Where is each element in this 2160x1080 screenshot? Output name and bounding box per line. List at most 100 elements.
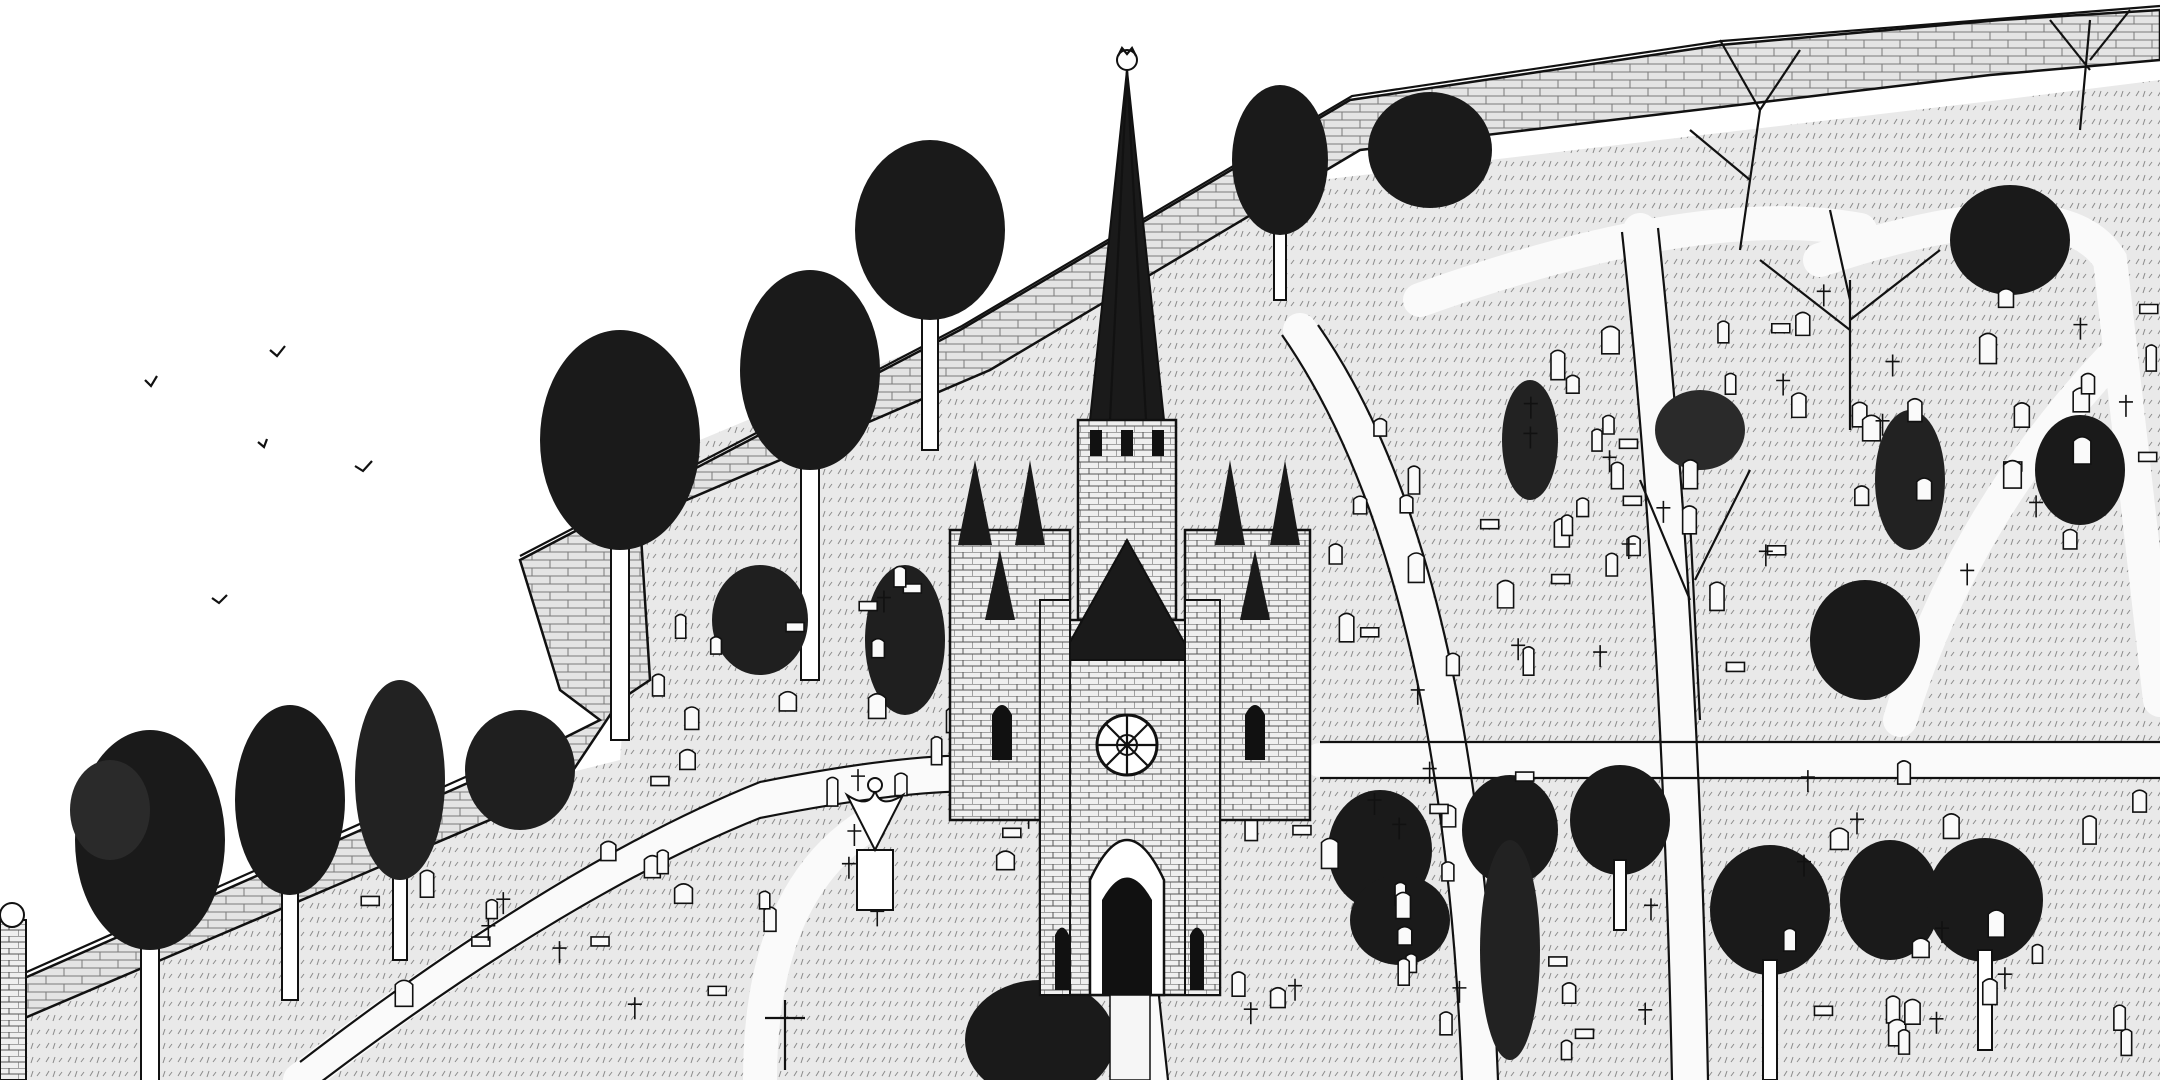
- gravestone: [394, 979, 414, 1008]
- gravestone: [1522, 646, 1535, 677]
- gothic-church: [948, 46, 1312, 997]
- gravestone: [995, 850, 1016, 871]
- gravestone: [1288, 978, 1303, 1001]
- tree: [70, 730, 225, 1080]
- gravestone: [1709, 581, 1725, 612]
- gravestone: [1795, 311, 1811, 337]
- gravestone: [758, 890, 771, 910]
- gravestone: [674, 613, 687, 640]
- gravestone: [778, 690, 798, 712]
- gravestone: [2031, 943, 2044, 965]
- tree: [355, 680, 445, 961]
- gravestone: [2118, 394, 2133, 417]
- gravestone: [1638, 1002, 1653, 1025]
- gravestone: [2138, 303, 2159, 315]
- gravestone: [1591, 428, 1603, 452]
- gravestone: [2073, 317, 2088, 340]
- gravestone: [1978, 332, 1998, 365]
- gravestone: [1622, 495, 1643, 507]
- gravestone: [1643, 898, 1658, 921]
- gravestone: [1395, 891, 1412, 920]
- gravestone: [1601, 325, 1620, 355]
- gravestone: [673, 883, 694, 905]
- gravestone: [496, 892, 511, 915]
- angel-monument: [844, 777, 906, 911]
- gravestone: [1445, 652, 1461, 677]
- gravestone: [1548, 956, 1568, 967]
- gravestone: [1396, 925, 1413, 946]
- gravestone: [1574, 1028, 1595, 1040]
- gravestone: [2029, 495, 2044, 518]
- gravestone: [1816, 284, 1831, 307]
- gravestone: [851, 769, 866, 792]
- gravestone: [1682, 459, 1699, 490]
- gravestone: [1758, 544, 1773, 567]
- church-front-path: [1109, 994, 1151, 1080]
- gravestone: [847, 823, 862, 846]
- tree-group-left: [70, 85, 1492, 1080]
- gravestone: [1576, 497, 1590, 518]
- gravestone: [1766, 545, 1787, 556]
- gravestone: [1717, 320, 1730, 344]
- gravestone: [1410, 682, 1425, 705]
- gravestone: [360, 895, 381, 907]
- gravestone: [1359, 627, 1380, 638]
- gravestone: [763, 906, 777, 933]
- gravestone: [1511, 638, 1526, 661]
- tree-group-right: [965, 185, 2125, 1080]
- gravestone: [893, 565, 907, 588]
- gravestone: [2082, 815, 2097, 845]
- gravestone: [1231, 971, 1246, 997]
- gravestone: [1896, 760, 1912, 785]
- gravestone: [419, 869, 435, 899]
- tree: [855, 140, 1005, 451]
- gravestone: [1399, 494, 1414, 514]
- gravestone: [1602, 414, 1615, 435]
- gravestone: [1429, 803, 1449, 815]
- gravestone: [1981, 978, 1998, 1006]
- gravestone: [2002, 459, 2023, 489]
- gravestone: [1479, 518, 1500, 530]
- gravestone: [1897, 1028, 1911, 1055]
- gravestone: [1243, 1002, 1258, 1025]
- gravestone: [1565, 374, 1580, 395]
- facade-gable: [1058, 537, 1196, 661]
- gravestone: [1813, 1005, 1834, 1017]
- tree: [1368, 92, 1492, 208]
- gravestone: [1997, 967, 2012, 990]
- gravestone: [2120, 1028, 2133, 1057]
- tree: [235, 705, 345, 1001]
- gravestone: [590, 936, 610, 947]
- tree: [712, 565, 808, 675]
- gravestone: [1656, 500, 1671, 523]
- gravestone: [1320, 837, 1339, 870]
- gravestone: [1514, 771, 1535, 782]
- gravestone: [1439, 1011, 1453, 1036]
- gravestone: [1875, 413, 1890, 436]
- gravestone: [1885, 354, 1900, 377]
- gravestone: [1328, 543, 1343, 565]
- gravestone: [627, 997, 642, 1020]
- gravestone: [1550, 573, 1571, 585]
- gravestone: [1621, 537, 1636, 560]
- bare-trees: [1638, 9, 2131, 721]
- tree: [865, 565, 945, 715]
- gravestone: [1790, 392, 1807, 419]
- gravestone: [858, 600, 879, 612]
- gravestone: [552, 941, 567, 964]
- gravestone: [1593, 645, 1608, 668]
- gravestone: [876, 590, 891, 613]
- gravestone: [1338, 612, 1355, 643]
- gravestone: [930, 735, 943, 766]
- gravestone: [1935, 921, 1950, 944]
- gravestone: [1523, 426, 1538, 449]
- gravestone: [1850, 812, 1864, 835]
- gravestone: [785, 621, 805, 633]
- gravestone: [1560, 514, 1574, 537]
- gravestone: [1292, 824, 1312, 836]
- gravestone: [1407, 552, 1425, 584]
- gravestone: [1560, 1039, 1573, 1061]
- gravestone: [1392, 817, 1407, 840]
- gravestone: [867, 692, 887, 720]
